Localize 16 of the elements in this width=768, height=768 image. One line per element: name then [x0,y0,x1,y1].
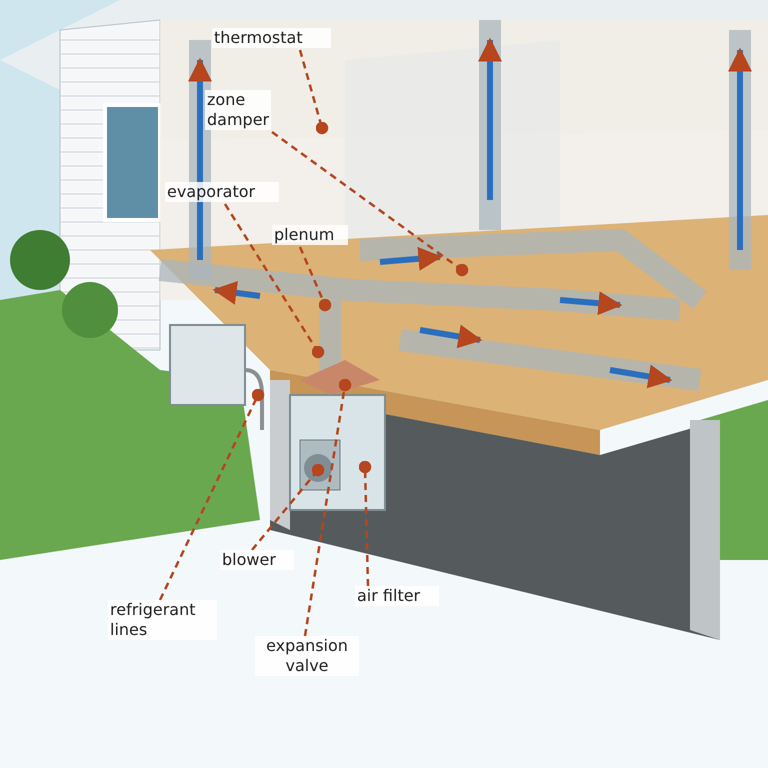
part-label: expansion valve [255,636,359,676]
part-label: zone damper [205,90,271,130]
leader-line [251,464,324,551]
leader-line [298,246,332,312]
part-label: plenum [272,225,348,245]
part-label: evaporator [165,182,279,202]
part-label: air filter [355,586,439,606]
leader-line [298,50,328,134]
leader-line [271,130,468,276]
leader-line [304,378,352,636]
leader-line [224,203,324,358]
leader-line [358,460,372,586]
part-label: refrigerant lines [108,600,217,640]
part-label: blower [220,550,294,570]
part-label: thermostat [212,28,331,48]
leader-line [158,388,264,601]
